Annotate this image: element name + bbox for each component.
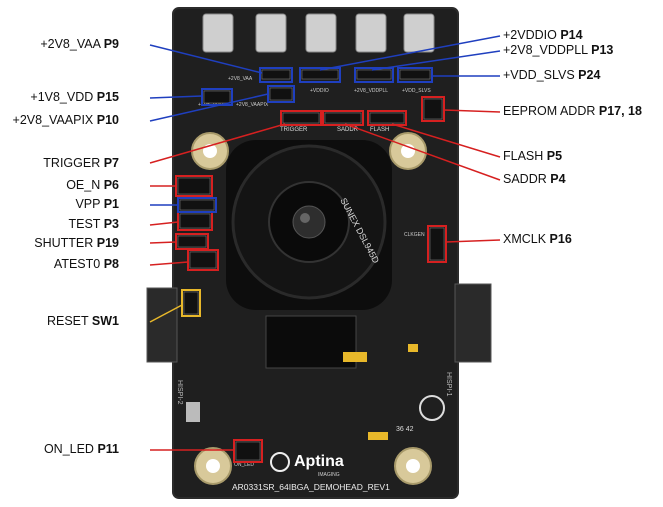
callout-p24-pin: P24 — [578, 68, 601, 82]
callout-p7-pin: P7 — [103, 156, 119, 170]
yellow-highlight-reset — [181, 289, 201, 317]
callout-sw1-pin: SW1 — [91, 314, 119, 328]
callout-p3: TEST P3 — [69, 217, 120, 232]
silk-saddr: SADDR — [337, 127, 359, 133]
callout-p1-pin: P1 — [103, 197, 119, 211]
silk-on-led: ON_LED — [234, 462, 254, 468]
component-yellow-2 — [408, 344, 418, 352]
callout-p13: +2V8_VDDPLL P13 — [503, 43, 613, 58]
silk-flash: FLASH — [370, 127, 389, 133]
pb-free-icon — [419, 395, 445, 421]
callout-p7: TRIGGER P7 — [43, 156, 119, 171]
callout-p8-pin: P8 — [103, 257, 119, 271]
callout-p13-pin: P13 — [591, 43, 614, 57]
callout-p9: +2V8_VAA P9 — [40, 37, 119, 52]
hispi-2-label: HISPI-2 — [176, 380, 183, 405]
callout-p14-name: +2VDDIO — [503, 28, 561, 42]
silk-vaapix: +2V8_VAAPIX — [236, 102, 269, 108]
callout-p14-pin: P14 — [560, 28, 583, 42]
callout-p15-pin: P15 — [96, 90, 119, 104]
callout-p4-pin: P4 — [550, 172, 566, 186]
callout-p6-name: OE_N — [66, 178, 104, 192]
hispi-1-label: HISPI-1 — [445, 372, 452, 397]
component-crystal — [186, 402, 200, 422]
callout-p11-pin: P11 — [97, 442, 119, 456]
callout-p17-name: EEPROM ADDR — [503, 104, 599, 118]
main-chip — [265, 315, 357, 369]
top-connector-row — [202, 13, 435, 53]
callout-p14: +2VDDIO P14 — [503, 28, 583, 43]
callout-p8: ATEST0 P8 — [54, 257, 119, 272]
callout-p5-pin: P5 — [546, 149, 563, 163]
silk-clkgen: CLKGEN — [404, 232, 425, 238]
callout-p17-pin: P17, 18 — [598, 104, 642, 118]
silk-vdd-slvs: +VDD_SLVS — [402, 88, 431, 94]
callout-p10: +2V8_VAAPIX P10 — [13, 113, 119, 128]
callout-p19: SHUTTER P19 — [34, 236, 119, 251]
board-version: 36 42 — [396, 426, 414, 433]
callout-p11: ON_LED P11 — [44, 442, 119, 457]
board-model: AR0331SR_64IBGA_DEMOHEAD_REV1 — [232, 482, 390, 492]
hispi-1-connector — [454, 283, 492, 363]
callout-p3-pin: P3 — [103, 217, 119, 231]
callout-p9-name: +2V8_VAA — [40, 37, 104, 51]
callout-sw1-name: RESET — [46, 314, 92, 328]
callout-p16-name: XMCLK — [503, 232, 550, 246]
callout-p19-name: SHUTTER — [34, 236, 97, 250]
callout-p16: XMCLK P16 — [503, 232, 572, 247]
callout-p16-pin: P16 — [549, 232, 572, 246]
callout-p5-name: FLASH — [503, 149, 547, 163]
callout-p6-pin: P6 — [103, 178, 119, 192]
leader-lines — [149, 35, 501, 451]
brand-sub: IMAGING — [318, 472, 340, 478]
callout-p24: +VDD_SLVS P24 — [503, 68, 600, 83]
component-yellow-3 — [368, 432, 388, 440]
callout-p11-name: ON_LED — [43, 442, 98, 456]
callout-p7-name: TRIGGER — [43, 156, 104, 170]
component-yellow-1 — [343, 352, 367, 362]
hispi-2-connector — [146, 287, 178, 363]
jumper-pins — [177, 69, 445, 461]
callout-p4-name: SADDR — [503, 172, 551, 186]
callout-p8-name: ATEST0 — [53, 257, 104, 271]
callout-p19-pin: P19 — [96, 236, 119, 250]
callout-p6: OE_N P6 — [66, 178, 119, 193]
silk-vddio: +VDDIO — [310, 88, 329, 94]
silk-trigger: TRIGGER — [280, 127, 308, 133]
callout-p10-name: +2V8_VAAPIX — [12, 113, 97, 127]
callout-p24-name: +VDD_SLVS — [503, 68, 579, 82]
callout-sw1: RESET SW1 — [47, 314, 119, 329]
silk-vaa: +2V8_VAA — [228, 76, 253, 82]
callout-p9-pin: P9 — [103, 37, 119, 51]
callout-p13-name: +2V8_VDDPLL — [503, 43, 592, 57]
callout-p4: SADDR P4 — [503, 172, 566, 187]
callout-p5: FLASH P5 — [503, 149, 562, 164]
brand-name: Aptina — [294, 453, 344, 470]
aptina-logo-icon — [270, 452, 290, 472]
callout-p17-18: EEPROM ADDR P17, 18 — [503, 104, 642, 119]
callout-p10-pin: P10 — [96, 113, 119, 127]
callout-p15-name: +1V8_VDD — [30, 90, 97, 104]
callout-p1: VPP P1 — [75, 197, 119, 212]
callout-p1-name: VPP — [75, 197, 104, 211]
silk-vddpll: +2V8_VDDPLL — [354, 88, 388, 94]
callout-p15: +1V8_VDD P15 — [30, 90, 119, 105]
callout-p3-name: TEST — [68, 217, 104, 231]
